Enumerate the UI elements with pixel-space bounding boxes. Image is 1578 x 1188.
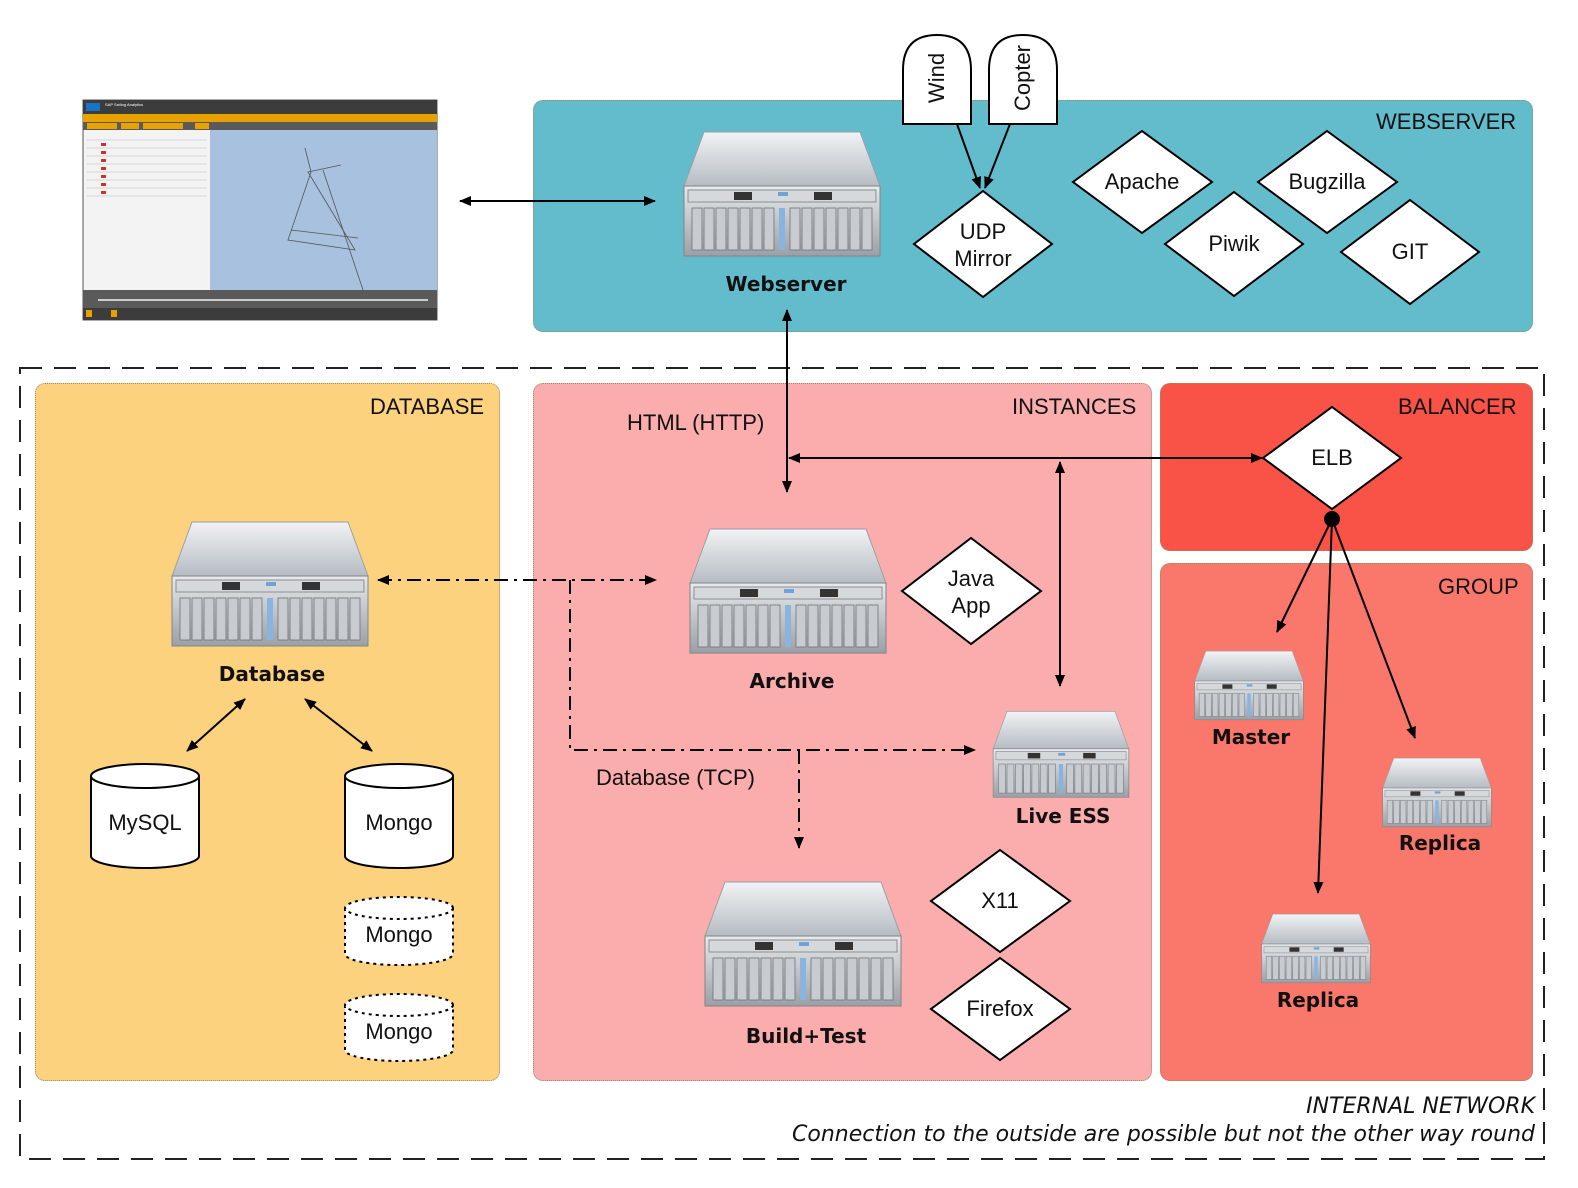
master-caption: Master	[1211, 725, 1291, 749]
webserver-server-icon	[683, 131, 881, 257]
udp-mirror-node	[912, 189, 1054, 299]
mongo-store-secondary	[344, 896, 454, 966]
bugzilla-label: Bugzilla	[1288, 169, 1366, 194]
elb-replica1-link	[1331, 518, 1416, 739]
live-ess-server-icon	[992, 711, 1130, 798]
x11-node	[929, 848, 1072, 954]
copter-node	[988, 33, 1058, 125]
bugzilla-node	[1256, 129, 1399, 235]
webserver-caption: Webserver	[725, 272, 847, 296]
mongo-store-tertiary	[344, 993, 454, 1062]
internal-network-note: Connection to the outside are possible b…	[792, 1122, 1535, 1147]
archive-server-icon	[689, 528, 887, 654]
master-server-icon	[1194, 650, 1304, 721]
apache-label: Apache	[1104, 169, 1180, 194]
balancer-zone-label: BALANCER	[1398, 394, 1517, 419]
build-test-caption: Build+Test	[745, 1024, 867, 1048]
build-test-server-icon	[704, 881, 902, 1007]
database-caption: Database	[218, 662, 326, 686]
apache-node	[1071, 129, 1214, 235]
java-app-label-2: App	[951, 593, 991, 618]
java-app-node	[900, 536, 1043, 646]
replica-caption-1: Replica	[1398, 831, 1482, 855]
java-app-label-1: Java	[947, 566, 995, 591]
firefox-label: Firefox	[966, 996, 1034, 1021]
replica-caption-2: Replica	[1276, 988, 1360, 1012]
piwik-label: Piwik	[1208, 231, 1260, 256]
database-zone-label: DATABASE	[370, 394, 485, 419]
mongo-store-primary	[344, 763, 454, 869]
firefox-node	[929, 956, 1072, 1062]
replica-server-icon-1	[1382, 757, 1492, 828]
git-label: GIT	[1391, 239, 1429, 264]
database-mongo-link	[304, 698, 373, 752]
database-tcp-label: Database (TCP)	[596, 765, 755, 790]
elb-master-link	[1276, 518, 1333, 633]
copter-udp-link	[984, 123, 1011, 189]
database-mysql-link	[186, 698, 246, 752]
webserver-zone-label: WEBSERVER	[1376, 109, 1517, 134]
git-node	[1339, 198, 1481, 306]
mysql-store	[90, 763, 200, 869]
live-ess-caption: Live ESS	[1015, 804, 1111, 828]
wind-udp-link	[956, 123, 981, 189]
mysql-label: MySQL	[108, 810, 182, 835]
mongo-label-1: Mongo	[365, 810, 433, 835]
database-live-ess-link	[569, 580, 976, 755]
app-screenshot	[82, 99, 438, 321]
elb-replica2-link	[1313, 518, 1333, 894]
wind-label: Wind	[924, 52, 949, 104]
copter-label: Copter	[1010, 44, 1035, 112]
html-http-label: HTML (HTTP)	[627, 410, 765, 435]
replica-server-icon-2	[1261, 913, 1371, 984]
mongo-label-3: Mongo	[365, 1019, 433, 1044]
instances-zone-label: INSTANCES	[1012, 394, 1137, 419]
archive-caption: Archive	[749, 669, 835, 693]
udp-mirror-label-1: UDP	[959, 219, 1007, 244]
x11-label: X11	[981, 888, 1019, 913]
udp-mirror-label-2: Mirror	[954, 246, 1012, 271]
group-zone-label: GROUP	[1438, 574, 1519, 599]
mongo-label-2: Mongo	[365, 922, 433, 947]
database-server-icon	[171, 521, 369, 647]
elb-label: ELB	[1311, 445, 1353, 470]
app-screenshot-title: SAP Sailing Analytics	[105, 102, 143, 107]
wind-node	[902, 33, 972, 125]
internal-network-title: INTERNAL NETWORK	[1306, 1094, 1535, 1119]
elb-node	[1261, 405, 1403, 511]
piwik-node	[1163, 190, 1305, 298]
